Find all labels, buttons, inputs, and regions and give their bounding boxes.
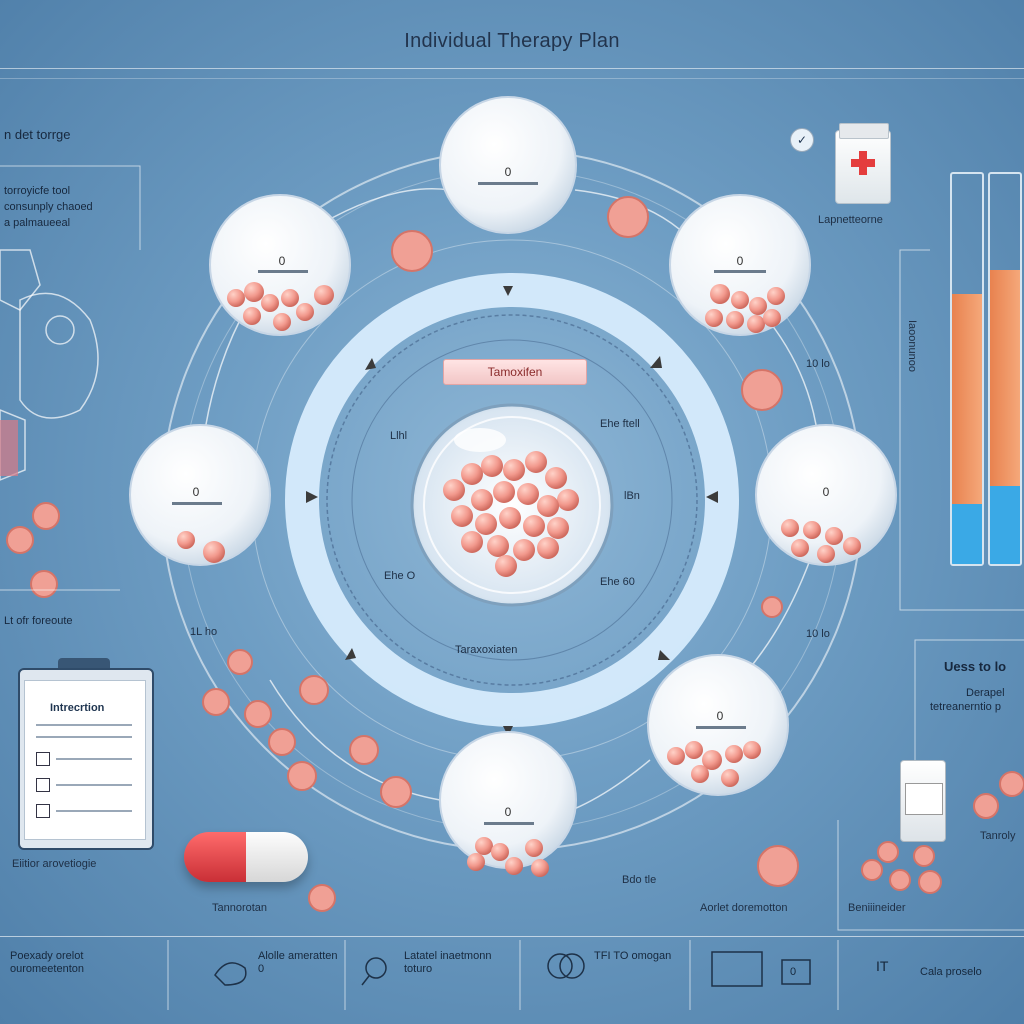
left-panel-frame [0,165,141,591]
bottom-item-7: Cala proselo [920,966,982,978]
svg-text:0: 0 [193,485,200,499]
bottom-bar [0,936,1024,1015]
anatomy-sketch [0,249,99,481]
svg-text:0: 0 [505,805,512,819]
right-axis-label: Iaoonunoo [906,320,918,372]
center-pills [443,451,579,577]
scattered-pills [6,196,1024,912]
right-bottom-caption: Beniiineider [848,902,906,914]
right-frames [837,249,1024,931]
bottom-dividers [167,940,839,1010]
vial-tag: Tanroly [980,830,1016,842]
left-panel-line-3: a palmaueeal [4,217,71,229]
left-tick-label: 1L ho [190,626,218,638]
tick-ring [326,314,698,686]
left-panel-line-1: torroyicfe tool [4,185,71,197]
svg-text:0: 0 [279,254,286,268]
clipboard-caption: Eiitior arovetiogie [12,858,97,870]
page-title: Individual Therapy Plan [404,30,620,52]
bottom-item-3: Latatel inaetmonn toturo [404,950,492,975]
medicine-vial [900,760,946,842]
left-mid-label: Lt ofr foreoute [4,615,73,627]
glow-ring [285,273,739,727]
bottom-item-2: Alolle ameratten 0 [258,950,338,975]
right-mid-title: Uess to lo [944,659,1007,674]
inner-label-r2: lBn [624,490,640,502]
svg-text:0: 0 [717,709,724,723]
bottom-right-note: Aorlet doremotton [700,902,788,914]
bubble-pills [177,282,861,877]
inner-label-l2: Ehe O [384,570,416,582]
bottom-center-note: Bdo tle [622,874,657,886]
bubble-markers: 0 0 0 0 0 0 0 [172,165,830,825]
clipboard-title: Intrecrtion [50,702,105,714]
inner-label-r3: Ehe 60 [600,576,635,588]
svg-text:0: 0 [823,485,830,499]
right-mid-line-2: tetreanerntio p [930,701,1001,713]
center-bottom-label: Taraxoxiaten [455,644,518,656]
inner-label-r1: Ehe ftell [600,418,640,430]
left-panel-heading: n det torrge [4,127,71,142]
level-tube-left [950,172,984,566]
inner-label-l1: Llhl [390,430,408,442]
center-bowl [410,403,614,607]
bottom-item-4: TFI TO omogan [594,950,672,962]
bottom-item-1: Poexady orelot ouromeetenton [10,950,84,975]
drug-name-label: Tamoxifen [443,359,587,385]
bottom-item-5: 0 [790,966,797,978]
svg-text:0: 0 [505,165,512,179]
bottom-icons [214,951,811,987]
capsule-caption: Tannorotan [212,902,268,914]
inner-ring [351,339,673,661]
left-panel-line-2: consunply chaoed [4,201,93,213]
bottom-item-6: IT [876,958,889,974]
right-mid-line-1: Derapel [966,687,1005,699]
bottle-label: Lapnetteorne [818,214,883,226]
level-tube-right [988,172,1022,566]
capsule-pill [184,832,308,882]
medicine-bottle [835,123,891,204]
title-divider [0,68,1024,69]
info-icon: ✓ [790,128,814,152]
right-tick-top: 10 lo [806,358,830,370]
svg-text:0: 0 [737,254,744,268]
title-divider-2 [0,78,1024,79]
right-tick-bottom: 10 lo [806,628,830,640]
